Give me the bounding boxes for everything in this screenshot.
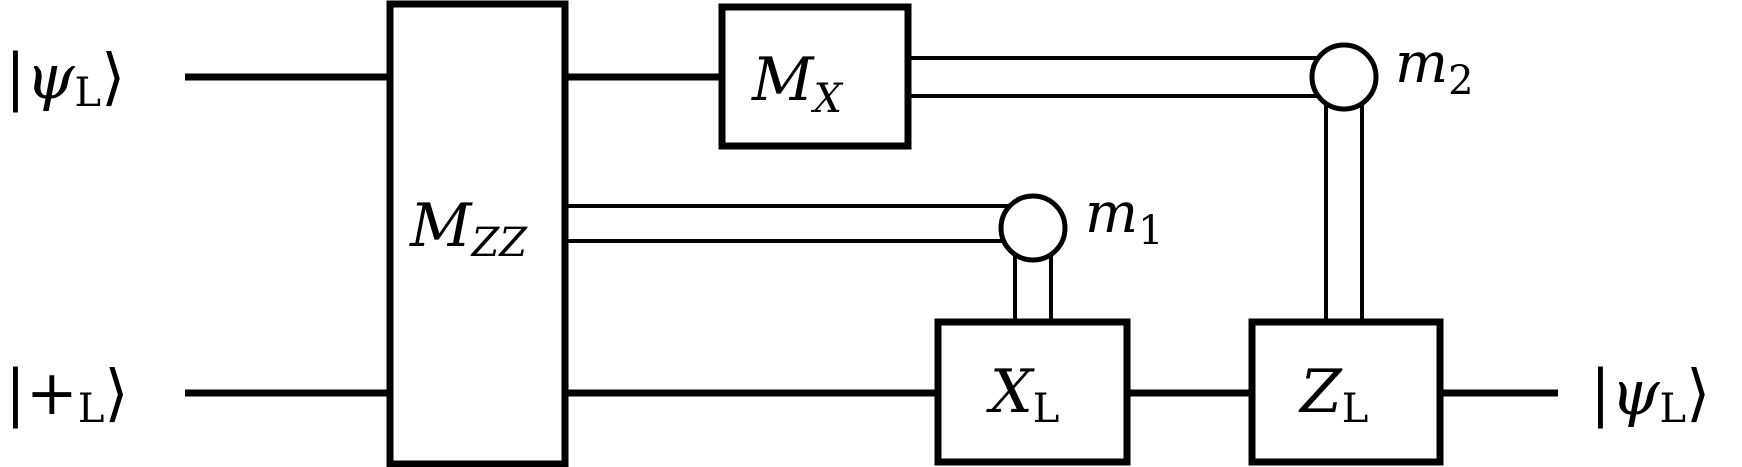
mzz-gate-label: MZZ [409, 191, 528, 266]
zl-gate-label: ZL [1298, 357, 1368, 432]
xl-gate-label: XL [986, 357, 1059, 432]
input-label-bottom: |+L⟩ [5, 356, 129, 432]
m1-measurement-node [998, 193, 1068, 263]
output-label: |ψL⟩ [1590, 356, 1710, 432]
zl-gate-box [1248, 318, 1444, 466]
mzz-gate-box [386, 0, 569, 467]
m1-label: m1 [1085, 181, 1164, 254]
m2-label: m2 [1395, 31, 1474, 104]
mx-gate-label: MX [751, 45, 843, 122]
m2-measurement-node [1309, 42, 1379, 112]
input-label-top: |ψL⟩ [5, 40, 125, 116]
mx-gate-box [718, 3, 912, 150]
xl-gate-box [934, 318, 1131, 466]
